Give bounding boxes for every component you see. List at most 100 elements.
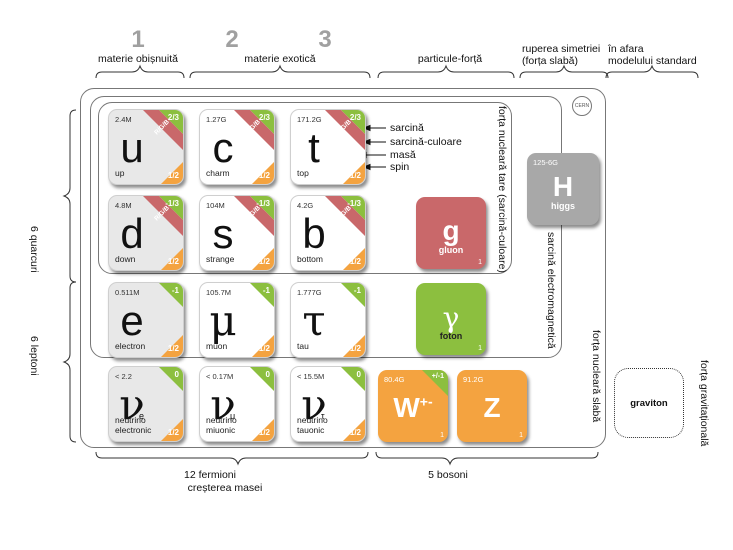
- lepton-muon-mass: 105.7M: [206, 288, 232, 297]
- w-boson-superscript: +-: [419, 393, 433, 410]
- quark-up-name: up: [115, 168, 125, 178]
- neutrino-electronic-charge: 0: [174, 370, 179, 379]
- lepton-muon-spin: 1/2: [258, 344, 270, 353]
- gravity-force-label: forța gravitațională: [698, 360, 710, 447]
- ordinary-matter-label: materie obișnuită: [98, 53, 178, 65]
- generation-1-number: 1: [131, 26, 145, 53]
- neutrino-miuonic-name-2: miuonic: [206, 425, 236, 435]
- z-boson-symbol: Z: [483, 392, 501, 423]
- cern-logo: CERN: [572, 96, 592, 116]
- quark-down-name: down: [115, 254, 136, 264]
- lepton-muon-name: muon: [206, 341, 228, 351]
- neutrino-tauonic-name-1: neutrino: [297, 415, 328, 425]
- leptons-count-label: 6 leptoni: [28, 336, 40, 376]
- photon-symbol: γ: [442, 301, 460, 334]
- w-boson-charge: +/-1: [431, 373, 444, 380]
- higgs-name: higgs: [551, 201, 575, 211]
- quark-top-symbol: t: [308, 124, 320, 171]
- quark-up-mass: 2.4M: [115, 115, 132, 124]
- neutrino-miuonic-name-1: neutrino: [206, 415, 237, 425]
- color-charge-property-label: sarcină-culoare: [390, 136, 462, 148]
- neutrino-electronic-symbol: ν: [119, 380, 145, 429]
- quark-down-symbol: d: [120, 210, 144, 257]
- force-particles-label: particule-forță: [417, 53, 483, 65]
- strong-force-frame: [98, 102, 512, 274]
- quark-bottom-name: bottom: [297, 254, 323, 264]
- strong-force-label: forța nucleară tare (sarcină-culoare): [496, 106, 508, 273]
- quark-strange-spin: 1/2: [258, 257, 270, 266]
- quark-bottom-charge: -1/3: [347, 199, 361, 208]
- weak-force-label: forța nucleară slabă: [590, 330, 602, 423]
- lepton-electron-name: electron: [115, 341, 146, 351]
- w-boson-symbol: W+-: [378, 392, 448, 424]
- photon-spin: 1: [478, 345, 482, 352]
- increasing-mass-label: creșterea masei: [187, 482, 263, 494]
- neutrino-tauonic-subscript: τ: [321, 411, 325, 421]
- lepton-muon-charge: -1: [262, 286, 270, 295]
- quark-top-mass: 171.2G: [297, 115, 322, 124]
- neutrino-electronic-mass: < 2.2: [115, 372, 132, 381]
- neutrino-miuonic-charge: 0: [265, 370, 270, 379]
- generation-3-number: 3: [318, 26, 332, 53]
- neutrino-miuonic-subscript: μ: [230, 411, 236, 421]
- lepton-electron-charge: -1: [171, 286, 179, 295]
- charge-property-label: sarcină: [390, 122, 424, 134]
- neutrino-tauonic-name-2: tauonic: [297, 425, 325, 435]
- w-boson-letter: W: [393, 392, 420, 423]
- exotic-matter-label: materie exotică: [244, 53, 316, 65]
- beyond-sm-label-1: în afara: [608, 43, 644, 55]
- neutrino-tauonic-symbol: ν: [301, 380, 327, 429]
- quark-up-symbol: u: [120, 124, 144, 171]
- quark-top-name: top: [297, 168, 309, 178]
- neutrino-miuonic-spin: 1/2: [258, 428, 270, 437]
- quark-bottom-spin: 1/2: [349, 257, 361, 266]
- neutrino-miuonic-mass: < 0.17M: [206, 372, 234, 381]
- lepton-electron-spin: 1/2: [167, 344, 179, 353]
- w-boson-mass: 80.4G: [384, 375, 405, 384]
- w-boson-charge-corner: [422, 370, 448, 396]
- em-force-label: sarcină electromagnetică: [545, 232, 557, 349]
- quark-charm-name: charm: [206, 168, 230, 178]
- w-boson-card: 80.4G +/-1 W+- 1: [378, 370, 448, 442]
- lepton-tau-spin: 1/2: [349, 344, 361, 353]
- quark-top-charge: 2/3: [349, 113, 361, 122]
- quark-up-spin: 1/2: [167, 171, 179, 180]
- quark-charm-mass: 1.27G: [206, 115, 227, 124]
- symmetry-breaking-label-2: (forța slabă): [522, 55, 579, 67]
- gluon-name: gluon: [438, 245, 464, 255]
- z-boson-card: 91.2G Z 1: [457, 370, 527, 442]
- cern-logo-text: CERN: [574, 103, 590, 109]
- lepton-tau-symbol: τ: [302, 296, 326, 345]
- lepton-tau-charge: -1: [353, 286, 361, 295]
- neutrino-tauonic-mass: < 15.5M: [297, 372, 325, 381]
- lepton-tau-name: tau: [297, 341, 309, 351]
- gluon-card: g gluon 1: [416, 197, 486, 269]
- gluon-symbol: g: [442, 215, 460, 246]
- weak-force-frame: [80, 88, 606, 448]
- quark-top-spin: 1/2: [349, 171, 361, 180]
- quark-bottom-mass: 4.2G: [297, 201, 314, 210]
- quark-strange-charge: -1/3: [256, 199, 270, 208]
- symmetry-breaking-label-1: ruperea simetriei: [522, 43, 601, 55]
- quark-up-charge: 2/3: [167, 113, 179, 122]
- quark-bottom-symbol: b: [302, 210, 326, 257]
- beyond-sm-label-2: modelului standard: [608, 55, 697, 67]
- gluon-spin: 1: [478, 259, 482, 266]
- neutrino-tauonic-charge: 0: [356, 370, 361, 379]
- graviton-frame: [614, 368, 684, 438]
- neutrino-electronic-name-1: neutrino: [115, 415, 146, 425]
- neutrino-electronic-subscript: e: [139, 411, 145, 421]
- neutrino-tauonic-spin: 1/2: [349, 428, 361, 437]
- mass-property-label: masă: [390, 149, 416, 161]
- neutrino-miuonic-symbol: ν: [210, 380, 236, 429]
- higgs-mass: 125-6G: [533, 158, 559, 167]
- quark-down-mass: 4.8M: [115, 201, 132, 210]
